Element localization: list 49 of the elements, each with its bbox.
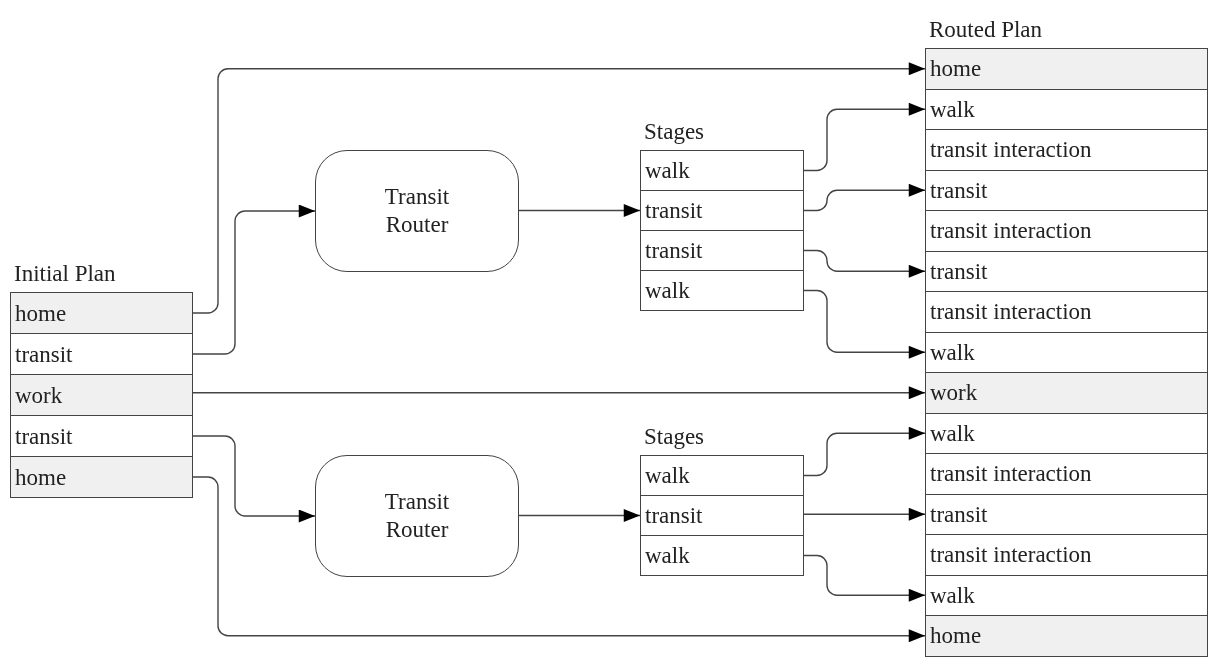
process-box bbox=[315, 455, 519, 577]
process-label: Transit Router bbox=[383, 488, 451, 544]
table-row: work bbox=[925, 372, 1208, 414]
table-row: walk bbox=[925, 574, 1208, 616]
table-row: walk bbox=[640, 150, 804, 191]
table-row: walk bbox=[925, 88, 1208, 130]
arrow bbox=[192, 435, 316, 523]
table-row: walk bbox=[925, 412, 1208, 454]
table-row: walk bbox=[640, 270, 804, 311]
table-row: walk bbox=[640, 535, 804, 576]
table-row: home bbox=[925, 615, 1208, 657]
table-heading: Routed Plan bbox=[929, 16, 1043, 44]
table-row: transit bbox=[925, 493, 1208, 535]
table-row: transit interaction bbox=[925, 291, 1208, 333]
process-label: Transit Router bbox=[383, 183, 451, 239]
table-row: walk bbox=[925, 331, 1208, 373]
arrow bbox=[518, 204, 641, 217]
table-heading: Initial Plan bbox=[14, 260, 116, 288]
table-row: transit interaction bbox=[925, 534, 1208, 576]
arrow bbox=[518, 509, 641, 522]
arrow bbox=[192, 476, 926, 643]
table-row: transit bbox=[640, 230, 804, 271]
arrow bbox=[192, 62, 926, 314]
process-box bbox=[315, 150, 519, 272]
arrow bbox=[803, 289, 926, 359]
arrow bbox=[192, 386, 926, 400]
arrow bbox=[803, 183, 926, 212]
table-row: transit bbox=[640, 190, 804, 231]
table-row: transit bbox=[10, 415, 193, 457]
table-row: transit bbox=[925, 250, 1208, 292]
table-row: home bbox=[10, 292, 193, 334]
arrow bbox=[803, 102, 926, 172]
table-row: work bbox=[10, 374, 193, 416]
arrow bbox=[803, 507, 926, 521]
table-heading: Stages bbox=[644, 423, 705, 451]
table-heading: Stages bbox=[644, 118, 705, 146]
arrow bbox=[803, 249, 926, 278]
arrow bbox=[192, 204, 316, 355]
table-row: home bbox=[10, 456, 193, 498]
arrow bbox=[803, 554, 926, 602]
table-row: transit bbox=[10, 333, 193, 375]
table-row: transit interaction bbox=[925, 129, 1208, 171]
table-row: transit bbox=[640, 495, 804, 536]
table-row: transit interaction bbox=[925, 210, 1208, 252]
table-row: transit bbox=[925, 169, 1208, 211]
arrow bbox=[803, 426, 926, 477]
table-row: transit interaction bbox=[925, 453, 1208, 495]
table-row: walk bbox=[640, 455, 804, 496]
table-row: home bbox=[925, 48, 1208, 90]
